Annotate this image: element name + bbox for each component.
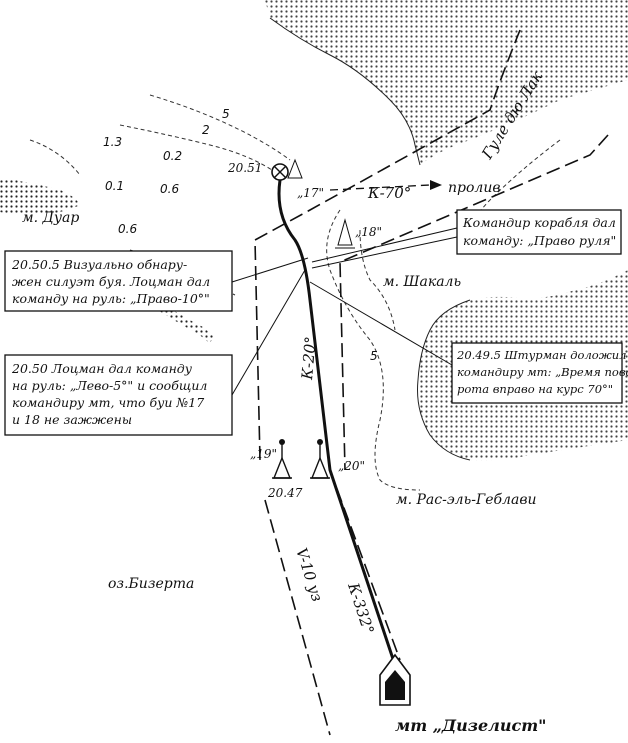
note-2050: 20.50 Лоцман дал команду на руль: „Лево-… [4, 354, 233, 436]
callout-lines [231, 227, 458, 396]
buoy-17-label: „17" [297, 186, 324, 200]
position-fix-icon [271, 163, 289, 181]
speed-label: V-10 уз [292, 546, 326, 604]
time-2047-label: 20.47 [267, 486, 303, 500]
coastline-duar [0, 178, 80, 215]
buoy-20-icon [310, 439, 330, 479]
contour-label: 5 [222, 107, 230, 121]
strait-word-label: пролив [448, 180, 501, 196]
ship-track [277, 179, 442, 666]
buoy-17-icon [287, 158, 303, 179]
note-commander: Командир корабля дал команду: „Право рул… [456, 209, 622, 255]
note-line: и 18 не зажжены [12, 412, 132, 427]
buoy-18-label: „18" [355, 225, 382, 239]
note-line: Командир корабля дал [462, 215, 616, 230]
note-line: команду на руль: „Право-10°" [12, 291, 210, 306]
course-arrow-icon [430, 180, 442, 190]
coastline-top [265, 0, 628, 166]
depth-sounding: 0.1 [105, 179, 124, 193]
ship-name-label: мт „Дизелист" [395, 716, 547, 735]
note-line: рота вправо на курс 70°" [457, 382, 613, 396]
note-line: команду: „Право руля" [463, 233, 616, 248]
contour-label: 2 [202, 123, 210, 137]
course-332-label: К-332° [344, 580, 378, 637]
cape-duar-label: м. Дуар [22, 210, 79, 226]
buoy-20-label: „20" [338, 459, 365, 473]
buoy-19-icon [272, 439, 292, 479]
course-20-label: К-20° [298, 336, 320, 382]
time-2051-label: 20.51 [227, 161, 262, 175]
depth-sounding: 0.6 [160, 182, 179, 196]
buoy-19-label: „19" [250, 447, 277, 461]
contour-label: 5 [370, 349, 378, 363]
note-2049-5: 20.49.5 Штурман доложил командиру мт: „В… [451, 342, 628, 404]
note-line: на руль: „Лево-5°" и сообщил [12, 378, 207, 393]
cape-ras-label: м. Рас-эль-Геблави [396, 492, 536, 508]
lake-label: оз.Бизерта [108, 576, 194, 592]
depth-sounding: 0.2 [163, 149, 182, 163]
note-2050-5: 20.50.5 Визуально обнару- жен силуэт буя… [4, 250, 233, 312]
note-line: 20.50.5 Визуально обнару- [11, 257, 187, 272]
depth-sounding: 0.6 [118, 222, 137, 236]
note-line: 20.50 Лоцман дал команду [11, 361, 193, 376]
cape-shakal-label: м. Шакаль [383, 274, 461, 290]
note-line: 20.49.5 Штурман доложил [456, 348, 627, 362]
course-70-label: К-70° [367, 184, 411, 202]
ship-icon [379, 653, 411, 706]
depth-sounding: 1.3 [103, 135, 122, 149]
note-line: жен силуэт буя. Лоцман дал [12, 274, 210, 289]
note-line: командиру мт, что буи №17 [12, 395, 204, 410]
note-line: командиру мт: „Время пово- [457, 365, 628, 379]
buoy-18-icon [335, 218, 355, 249]
